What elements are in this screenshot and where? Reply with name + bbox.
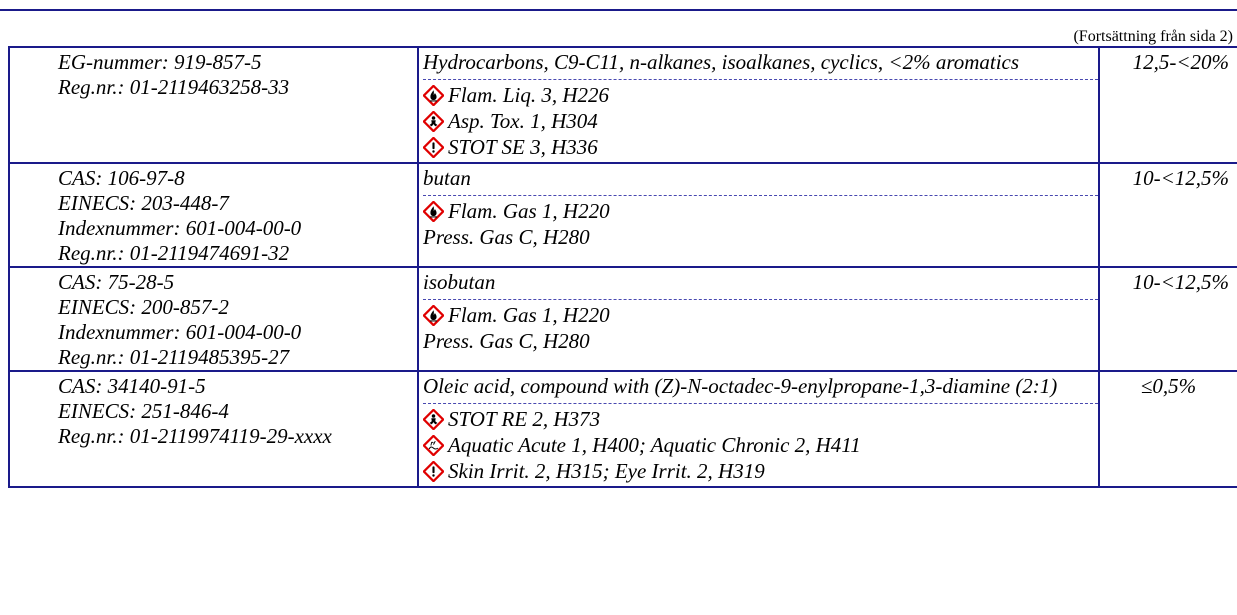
classification-text: Skin Irrit. 2, H315; Eye Irrit. 2, H319 xyxy=(448,458,765,483)
continuation-note: (Fortsättning från sida 2) xyxy=(1073,28,1233,45)
flame-icon xyxy=(423,84,444,106)
classification-item: Press. Gas C, H280 xyxy=(423,328,1098,354)
substance-cell: Hydrocarbons, C9-C11, n-alkanes, isoalka… xyxy=(417,46,1100,164)
exclamation-icon xyxy=(423,460,444,482)
substance-name: isobutan xyxy=(423,270,496,294)
identifier-line: Reg.nr.: 01-2119463258-33 xyxy=(58,75,290,99)
classification-text: STOT SE 3, H336 xyxy=(448,134,598,159)
classification-item: Aquatic Acute 1, H400; Aquatic Chronic 2… xyxy=(423,432,1098,458)
substance-name: butan xyxy=(423,166,471,190)
identifier-line: CAS: 106-97-8 xyxy=(58,166,185,190)
identifier-line: Reg.nr.: 01-2119974119-29-xxxx xyxy=(58,424,332,448)
health-hazard-icon xyxy=(423,110,444,132)
classification-item: Flam. Gas 1, H220 xyxy=(423,302,1098,328)
classification-text: Flam. Liq. 3, H226 xyxy=(448,82,610,107)
identifier-line: Indexnummer: 601-004-00-0 xyxy=(58,216,302,240)
identifier-line: CAS: 75-28-5 xyxy=(58,270,175,294)
substance-name: Oleic acid, compound with (Z)-N-octadec-… xyxy=(423,374,1058,398)
identifier-line: Reg.nr.: 01-2119474691-32 xyxy=(58,241,290,265)
substance-cell: Oleic acid, compound with (Z)-N-octadec-… xyxy=(417,370,1100,488)
classification-item: Skin Irrit. 2, H315; Eye Irrit. 2, H319 xyxy=(423,458,1098,484)
classification-text: Press. Gas C, H280 xyxy=(423,328,590,353)
classification-item: Flam. Gas 1, H220 xyxy=(423,198,1098,224)
identifier-line: Indexnummer: 601-004-00-0 xyxy=(58,320,302,344)
concentration-cell: 12,5-<20% xyxy=(1098,46,1237,164)
environment-icon xyxy=(423,434,444,456)
classification-item: STOT SE 3, H336 xyxy=(423,134,1098,160)
flame-icon xyxy=(423,304,444,326)
health-hazard-icon xyxy=(423,408,444,430)
classification-item: Flam. Liq. 3, H226 xyxy=(423,82,1098,108)
identifier-line: EG-nummer: 919-857-5 xyxy=(58,50,262,74)
classification-item: Asp. Tox. 1, H304 xyxy=(423,108,1098,134)
concentration-cell: ≤0,5% xyxy=(1098,370,1237,488)
identifier-line: EINECS: 203-448-7 xyxy=(58,191,229,215)
flame-icon xyxy=(423,200,444,222)
concentration-cell: 10-<12,5% xyxy=(1098,266,1237,372)
identifier-line: Reg.nr.: 01-2119485395-27 xyxy=(58,345,290,369)
identifier-line: CAS: 34140-91-5 xyxy=(58,374,206,398)
identifier-line: EINECS: 200-857-2 xyxy=(58,295,229,319)
classification-text: Asp. Tox. 1, H304 xyxy=(448,108,598,133)
classification-text: Flam. Gas 1, H220 xyxy=(448,198,610,223)
substance-name: Hydrocarbons, C9-C11, n-alkanes, isoalka… xyxy=(423,50,1020,74)
identifier-line: EINECS: 251-846-4 xyxy=(58,399,229,423)
classification-text: Aquatic Acute 1, H400; Aquatic Chronic 2… xyxy=(448,432,861,457)
classification-text: Press. Gas C, H280 xyxy=(423,224,590,249)
concentration-cell: 10-<12,5% xyxy=(1098,162,1237,268)
classification-item: Press. Gas C, H280 xyxy=(423,224,1098,250)
exclamation-icon xyxy=(423,136,444,158)
classification-item: STOT RE 2, H373 xyxy=(423,406,1098,432)
top-rule xyxy=(0,9,1237,11)
classification-text: STOT RE 2, H373 xyxy=(448,406,601,431)
classification-text: Flam. Gas 1, H220 xyxy=(448,302,610,327)
